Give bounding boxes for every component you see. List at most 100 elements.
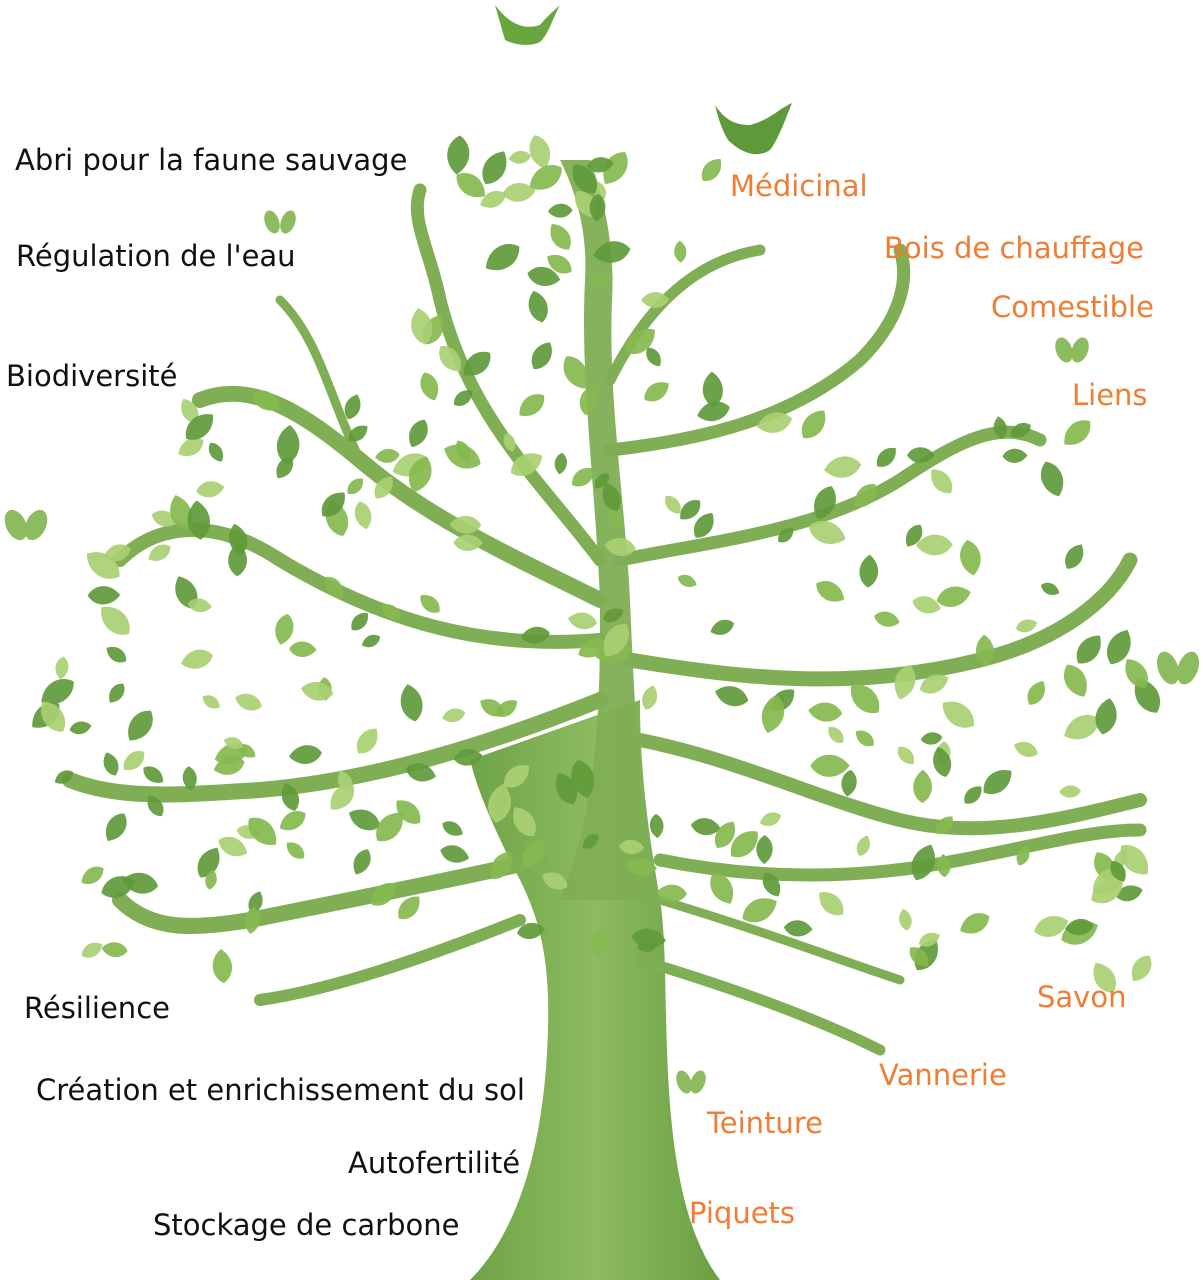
leaf-icon	[631, 928, 666, 949]
leaf-icon	[324, 576, 343, 600]
leaf-icon	[356, 728, 378, 754]
label-stockage-carbone: Stockage de carbone	[153, 1208, 460, 1242]
leaf-icon	[1009, 422, 1031, 438]
leaf-icon	[905, 524, 923, 547]
leaf-icon	[593, 241, 631, 263]
label-abri-faune: Abri pour la faune sauvage	[15, 143, 408, 177]
leaf-icon	[547, 203, 573, 218]
leaf-icon	[54, 770, 73, 784]
leaf-icon	[439, 346, 462, 372]
leaf-icon	[810, 754, 850, 777]
leaf-icon	[409, 456, 432, 493]
leaf-icon	[894, 664, 916, 700]
leaf-icon	[148, 544, 171, 561]
leaf-icon	[528, 290, 548, 323]
leaf-icon	[1116, 885, 1143, 902]
leaf-icon	[101, 606, 130, 635]
leaf-icon	[907, 447, 935, 463]
leaf-icon	[642, 685, 658, 710]
butterfly-icon	[1055, 337, 1089, 363]
leaf-icon	[897, 746, 915, 764]
leaf-icon	[488, 783, 511, 823]
leaf-icon	[960, 540, 981, 576]
leaf-icon	[572, 164, 597, 194]
leaf-icon	[762, 872, 781, 897]
leaf-icon	[348, 809, 381, 831]
leaf-icon	[228, 543, 247, 577]
leaf-icon	[641, 292, 669, 308]
leaf-icon	[128, 710, 153, 741]
leaf-icon	[491, 851, 512, 880]
leaf-icon	[801, 410, 826, 439]
leaf-icon	[808, 702, 843, 722]
leaf-icon	[248, 817, 277, 845]
leaf-icon	[759, 812, 781, 826]
leaf-icon	[109, 683, 125, 703]
label-piquets: Piquets	[689, 1196, 796, 1230]
leaf-icon	[1027, 681, 1045, 705]
leaf-icon	[405, 763, 436, 782]
leaf-icon	[625, 328, 655, 354]
leaf-icon	[591, 929, 607, 957]
leaf-icon	[710, 872, 734, 904]
leaf-icon	[933, 746, 952, 778]
leaf-icon	[913, 769, 932, 804]
leaf-icon	[205, 869, 217, 890]
tree-branch	[112, 852, 548, 934]
leaf-icon	[855, 730, 874, 747]
leaf-icon	[730, 831, 758, 858]
leaf-icon	[555, 772, 578, 805]
leaf-icon	[420, 372, 439, 401]
leaf-icon	[41, 678, 74, 705]
label-comestible: Comestible	[991, 290, 1154, 324]
leaf-icon	[586, 157, 614, 173]
bird-icon	[715, 103, 792, 155]
tree-branch	[633, 733, 1147, 836]
leaf-icon	[276, 456, 294, 479]
leaf-icon	[361, 634, 381, 648]
leaf-icon	[123, 751, 145, 771]
leaf-icon	[444, 444, 481, 469]
leaf-icon	[69, 721, 92, 735]
leaf-icon	[281, 783, 300, 811]
leaf-icon	[371, 882, 396, 906]
leaf-icon	[1040, 461, 1064, 497]
leaf-icon	[911, 844, 935, 881]
leaf-icon	[602, 482, 621, 512]
leaf-icon	[447, 135, 470, 175]
leaf-icon	[899, 908, 912, 931]
leaf-icon	[106, 646, 127, 663]
tree-central-stem	[560, 160, 650, 900]
butterfly-icon	[676, 1070, 706, 1094]
leaf-icon	[964, 786, 982, 804]
tree-branch	[655, 895, 905, 985]
leaf-icon	[841, 769, 857, 797]
leaf-icon	[531, 342, 552, 370]
tree-branch	[603, 243, 911, 457]
leaf-icon	[279, 810, 306, 831]
leaf-icon	[187, 500, 210, 540]
label-teinture: Teinture	[707, 1106, 823, 1140]
leaf-icon	[400, 684, 423, 722]
label-savon: Savon	[1037, 980, 1127, 1014]
leaf-icon	[931, 469, 953, 494]
label-medicinal: Médicinal	[730, 169, 868, 203]
leaf-icon	[351, 613, 368, 631]
leaf-icon	[275, 613, 294, 645]
leaf-icon	[680, 500, 701, 520]
leaf-icon	[420, 594, 440, 613]
leaf-icon	[1091, 879, 1124, 904]
leaf-icon	[912, 596, 941, 614]
leaf-icon	[1065, 544, 1084, 569]
leaf-icon	[778, 527, 794, 543]
leaf-icon	[122, 872, 159, 894]
leaf-icon	[344, 394, 361, 420]
leaf-icon	[485, 244, 520, 270]
butterfly-icon	[1156, 651, 1200, 685]
leaf-icon	[1076, 635, 1101, 664]
leaf-icon	[918, 932, 940, 947]
leaf-icon	[909, 947, 929, 966]
leaf-icon	[213, 756, 245, 775]
